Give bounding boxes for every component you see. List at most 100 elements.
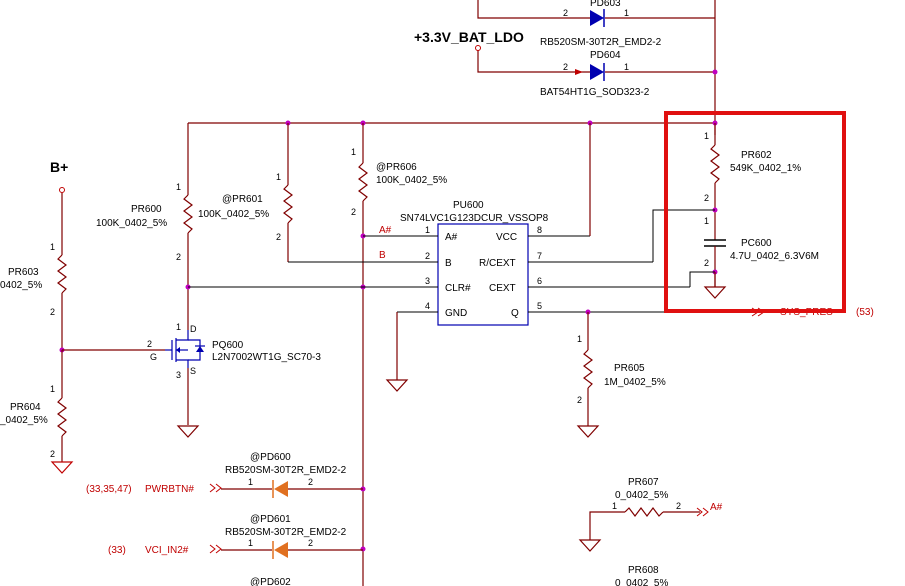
resistor-pr606: 1 2 @PR606 100K_0402_5% (351, 123, 447, 586)
net-vci: VCI_IN2# (145, 545, 189, 556)
pr605-ref: PR605 (614, 363, 645, 374)
pin-num: 2 (704, 193, 709, 203)
pd600-ref: @PD600 (250, 452, 291, 463)
pin-num: 8 (537, 225, 542, 235)
pq600-value: L2N7002WT1G_SC70-3 (212, 352, 321, 363)
pin-num: 1 (50, 242, 55, 252)
resistor-pr605: 1 2 PR605 1M_0402_5% (576, 312, 666, 438)
pin-num: 1 (176, 322, 181, 332)
pin-num: 3 (425, 276, 430, 286)
pin-num: 2 (276, 232, 281, 242)
ground-icon (703, 286, 727, 299)
pin-num: 1 (351, 147, 356, 157)
pq600-ref: PQ600 (212, 340, 244, 351)
net-pwrbtn: PWRBTN# (145, 484, 194, 495)
mosfet-pin-s: S (190, 366, 196, 376)
pin-num: 2 (351, 207, 356, 217)
pd603-value: RB520SM-30T2R_EMD2-2 (540, 37, 662, 48)
net-bplus: B+ (50, 159, 68, 175)
pin-num: 2 (425, 251, 430, 261)
pin-label: Q (511, 308, 519, 319)
pr608-ref: PR608 (628, 565, 659, 576)
pr607-ref: PR607 (628, 477, 659, 488)
highlight-box (664, 111, 846, 313)
resistor-pr604: 1 2 PR604 _0402_5% (0, 384, 74, 474)
diode-pd601: (33) VCI_IN2# 1 2 @PD601 RB520SM-30T2R_E… (108, 514, 363, 559)
pin-num: 2 (176, 252, 181, 262)
net-bat-ldo: +3.3V_BAT_LDO (414, 29, 524, 45)
pin-num: 2 (308, 477, 313, 487)
pin-num: 2 (577, 395, 582, 405)
pr602-value: 549K_0402_1% (730, 163, 801, 174)
resistor-pr600: 1 2 PR600 100K_0402_5% (96, 123, 193, 330)
pin-num: 1 (577, 334, 582, 344)
pin-num: 1 (624, 8, 629, 18)
pwrbtn-ref: (33,35,47) (86, 484, 132, 495)
pr604-value: _0402_5% (0, 415, 48, 426)
pd604-ref: PD604 (590, 50, 621, 61)
ground-icon (576, 425, 600, 438)
pd600-value: RB520SM-30T2R_EMD2-2 (225, 465, 347, 476)
pin-label: CLR# (445, 283, 471, 294)
pin-num: 2 (50, 307, 55, 317)
ground-icon (50, 461, 74, 474)
vci-ref: (33) (108, 545, 126, 556)
pin-num: 2 (704, 258, 709, 268)
pin-label: R/CEXT (479, 258, 516, 269)
pin-num: 1 (704, 131, 709, 141)
resistor-pr601: 1 2 @PR601 100K_0402_5% (198, 123, 293, 262)
mosfet-pin-g: G (150, 352, 157, 362)
pin-num: 6 (537, 276, 542, 286)
net-a-out: A# (710, 502, 723, 513)
pin-num: 1 (176, 182, 181, 192)
pr608-value: 0_0402_5% (615, 578, 668, 586)
pin-label: GND (445, 308, 467, 319)
pin-num: 4 (425, 301, 430, 311)
pu600-ref: PU600 (453, 200, 484, 211)
pc600-value: 4.7U_0402_6.3V6M (730, 251, 819, 262)
resistor-pr603: 1 2 PR603 0402_5% (0, 242, 67, 350)
pin-num: 1 (704, 216, 709, 226)
pr606-ref: @PR606 (376, 162, 417, 173)
pu600-value: SN74LVC1G123DCUR_VSSOP8 (400, 213, 549, 224)
pd601-ref: @PD601 (250, 514, 291, 525)
pin-num: 1 (612, 501, 617, 511)
pr606-value: 100K_0402_5% (376, 175, 447, 186)
pin-num: 1 (50, 384, 55, 394)
pin-num: 2 (50, 449, 55, 459)
off-page-arrow-icon (209, 544, 222, 554)
ic-pu600: PU600 SN74LVC1G123DCUR_VSSOP8 1 2 3 4 A#… (188, 200, 760, 326)
pin-num: 2 (147, 339, 152, 349)
pin-label: VCC (496, 232, 517, 243)
pd601-value: RB520SM-30T2R_EMD2-2 (225, 527, 347, 538)
diode-pd600: (33,35,47) PWRBTN# 1 2 @PD600 RB520SM-30… (86, 452, 363, 498)
pin-num: 3 (176, 370, 181, 380)
sys-pres-ref: (53) (856, 307, 874, 318)
pin-num: 1 (248, 477, 253, 487)
off-page-arrow-icon (696, 507, 709, 517)
mosfet-pin-d: D (190, 324, 197, 334)
pr602-ref: PR602 (741, 150, 772, 161)
pd604-value: BAT54HT1G_SOD323-2 (540, 87, 650, 98)
pr607-value: 0_0402_5% (615, 490, 668, 501)
pin-num: 1 (248, 538, 253, 548)
pr600-value: 100K_0402_5% (96, 218, 167, 229)
pin-num: 1 (624, 62, 629, 72)
pin-num: 7 (537, 251, 542, 261)
pin-num: 2 (563, 8, 568, 18)
pr601-ref: @PR601 (222, 194, 263, 205)
capacitor-pc600: 1 2 PC600 4.7U_0402_6.3V6M (704, 216, 819, 287)
net-b: B (379, 250, 386, 261)
ground-icon (176, 425, 200, 438)
pin-label: B (445, 258, 452, 269)
net-a: A# (379, 225, 392, 236)
pr601-value: 100K_0402_5% (198, 209, 269, 220)
resistor-pr602: 1 2 PR602 549K_0402_1% (704, 123, 801, 240)
diode-pd604: 2 1 PD604 BAT54HT1G_SOD323-2 (475, 45, 715, 98)
pin-label: CEXT (489, 283, 516, 294)
pc600-ref: PC600 (741, 238, 772, 249)
pin-num: 2 (676, 501, 681, 511)
pr604-ref: PR604 (10, 402, 41, 413)
mosfet-pq600: 2 1 3 G D S PQ600 L2N7002WT1G_SC70-3 (147, 322, 321, 438)
pd602-ref: @PD602 (250, 577, 291, 586)
